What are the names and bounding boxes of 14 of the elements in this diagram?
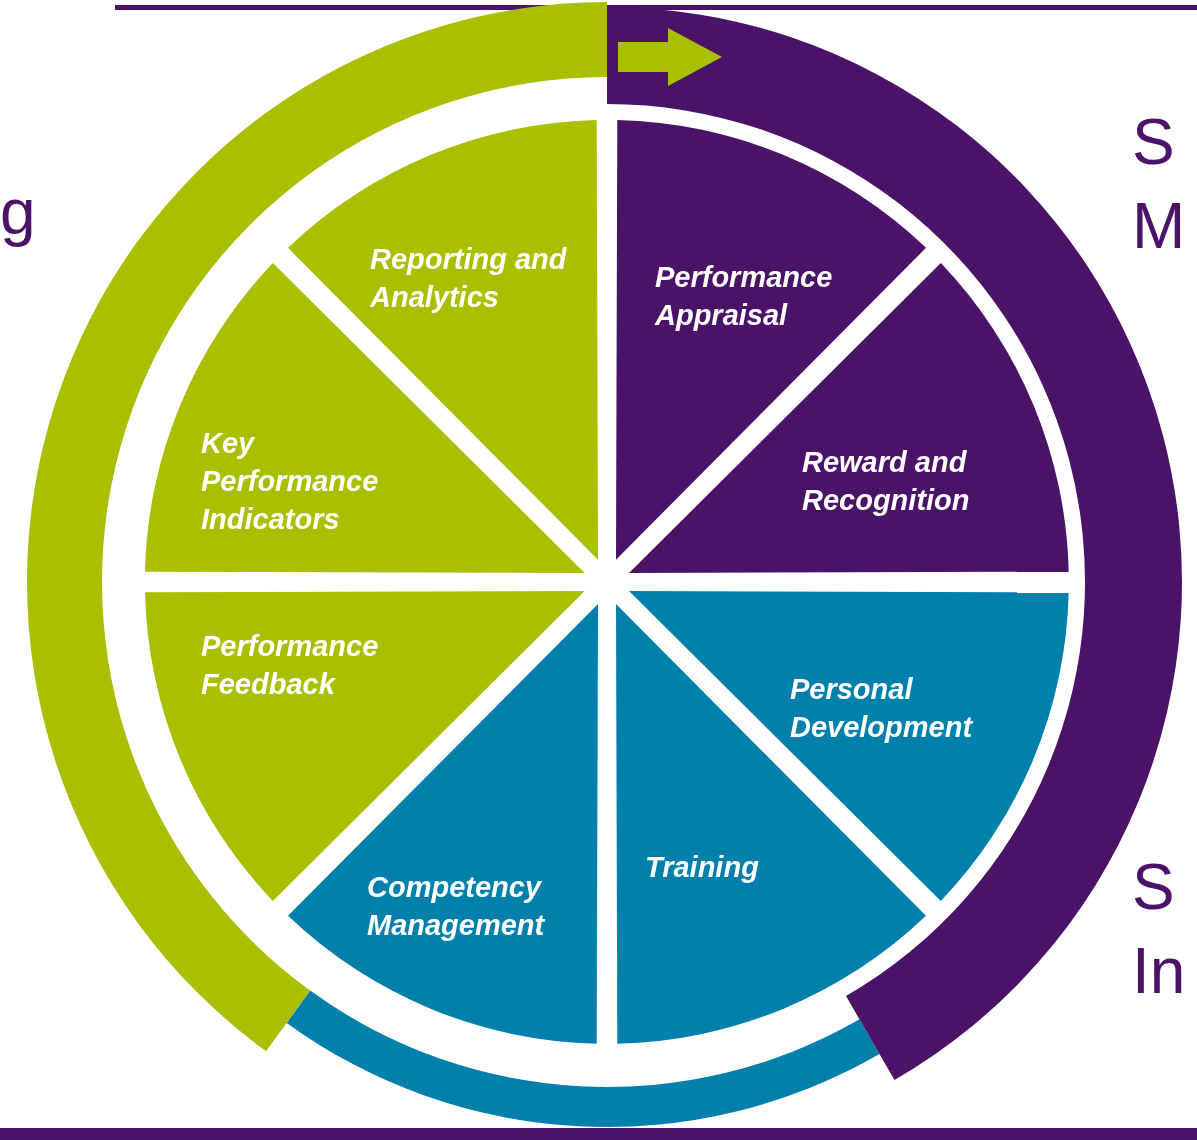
pie-segment <box>629 262 1069 573</box>
side-label: S M <box>1132 105 1187 264</box>
segment-label: Competency Management <box>367 870 546 943</box>
pie-segment <box>629 591 1069 902</box>
segment-label: Performance Feedback <box>201 629 380 702</box>
segment-label: Key Performance Indicators <box>201 426 380 537</box>
segment-label: Performance Appraisal <box>655 260 834 333</box>
segment-label: Training <box>645 850 760 885</box>
pie-segment <box>145 591 585 902</box>
segment-label: Reward and Recognition <box>802 445 971 518</box>
segment-label: Reporting and Analytics <box>370 242 568 315</box>
side-label: g <box>0 175 37 250</box>
segment-label: Personal Development <box>790 672 974 745</box>
side-label: S In <box>1132 850 1187 1009</box>
